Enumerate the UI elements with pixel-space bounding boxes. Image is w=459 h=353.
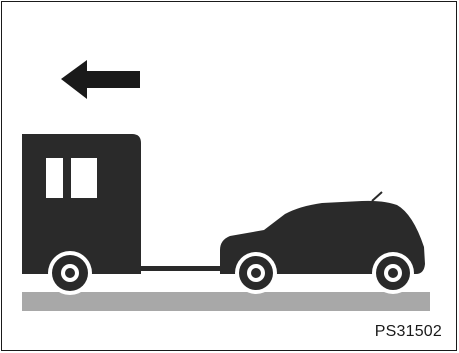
ground <box>22 292 430 311</box>
tow-bar <box>139 266 225 271</box>
figure-code: PS31502 <box>375 323 442 341</box>
car-antenna <box>372 192 382 201</box>
trailer-window-left <box>46 158 63 198</box>
trailer-body <box>22 134 141 274</box>
car-front-wheel <box>235 252 277 294</box>
trailer-wheel <box>48 251 92 295</box>
left-arrow-icon <box>61 60 140 99</box>
car-rear-wheel <box>372 252 414 294</box>
trailer-window-right <box>71 158 97 198</box>
